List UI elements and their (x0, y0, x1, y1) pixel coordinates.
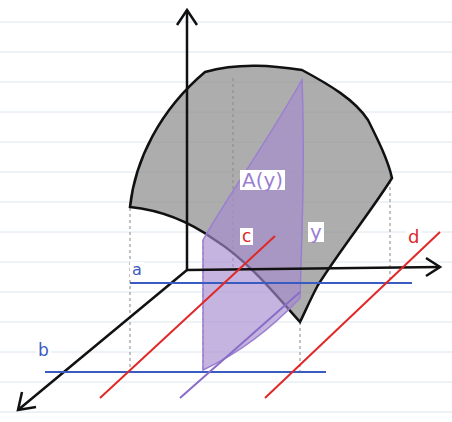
bound-label: b (36, 342, 51, 359)
dashed-drop (129, 208, 130, 372)
cross-section (203, 80, 303, 370)
area-label: A(y) (240, 170, 285, 190)
ruled-line (0, 22, 452, 23)
arrowhead (18, 392, 36, 410)
ruled-line (0, 412, 452, 413)
bound-line-c (100, 236, 275, 398)
arrowhead (177, 10, 197, 25)
z-axis (186, 10, 189, 270)
variable-label: y (308, 222, 324, 242)
ruled-lines (0, 22, 452, 412)
arrowhead (426, 258, 440, 276)
bound-label: d (406, 228, 421, 246)
bound-label: c (240, 228, 253, 245)
slice-line (180, 292, 300, 398)
bound-label: a (130, 262, 144, 278)
bound-line-b (45, 371, 326, 373)
bound-line-a (130, 282, 412, 284)
ruled-line (0, 52, 452, 53)
ruled-line (0, 382, 452, 383)
bound-line-d (265, 232, 440, 398)
